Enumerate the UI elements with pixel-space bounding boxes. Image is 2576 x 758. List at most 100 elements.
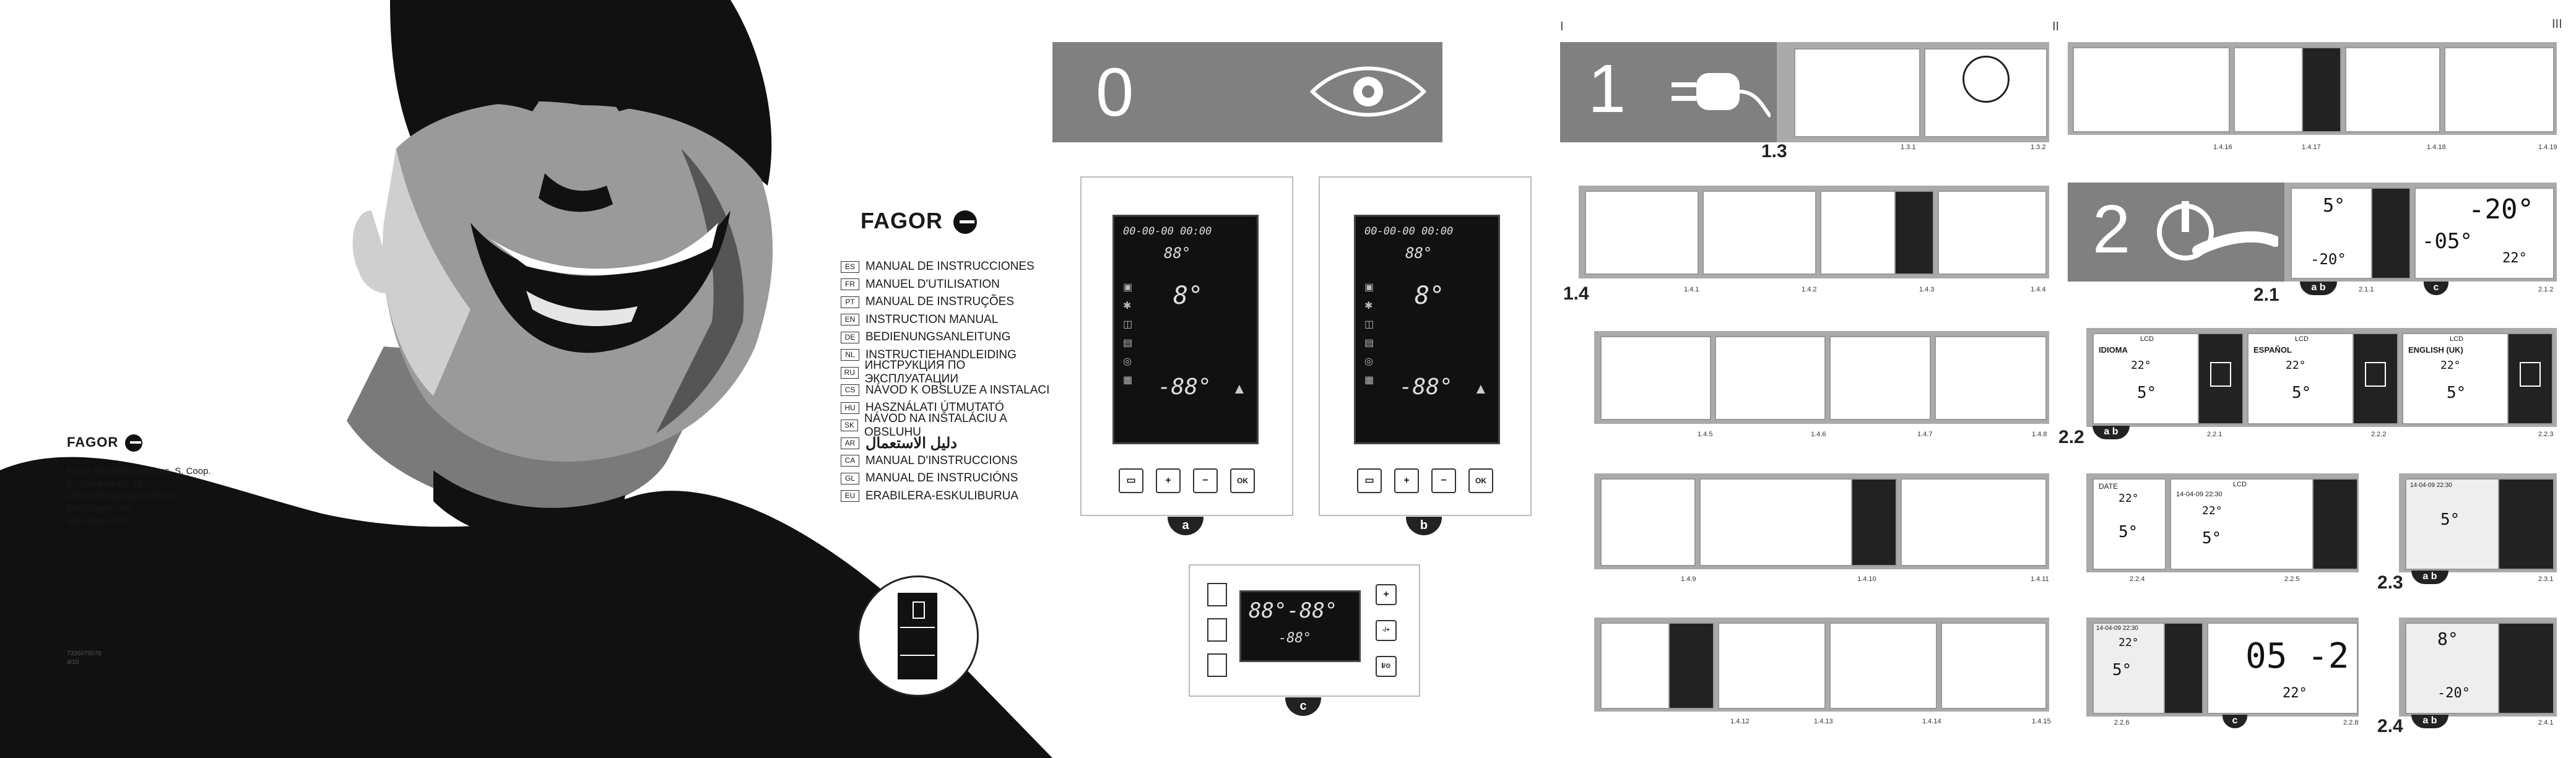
caption: 1.4.10: [1857, 575, 1876, 583]
lcd-temp: 22°: [2202, 504, 2223, 517]
lcd-label: DATE: [2099, 482, 2118, 491]
caption: 2.2.5: [2284, 575, 2300, 583]
label-b: b: [2319, 282, 2326, 293]
illustration-box: [1600, 478, 1696, 566]
language-code: HU: [841, 402, 859, 414]
info-button[interactable]: ℹ/⊙: [1376, 656, 1397, 677]
lcd-temp-fridge: 8°: [1173, 282, 1203, 310]
illustration-box: [1668, 622, 1714, 709]
caption: 2.3.1: [2538, 575, 2554, 583]
language-code: GL: [841, 472, 859, 485]
lcd-temp: -05°: [2422, 229, 2473, 254]
language-label: ERABILERA-ESKULIBURUA: [865, 489, 1019, 502]
button-icon: [2365, 362, 2386, 387]
display-screen: 5° -20°: [2291, 187, 2374, 279]
display-panel-b: 00-00-00 00:00 88° 8° -88° ▲ ▣✱◫▤◎▦ ▭ + …: [1319, 176, 1532, 516]
caption: 1.4.18: [2427, 144, 2446, 151]
finger-illustration: [2353, 333, 2398, 424]
caption: 1.4.6: [1811, 431, 1826, 438]
mode-button[interactable]: [1207, 618, 1227, 642]
plus-button[interactable]: +: [1156, 468, 1181, 493]
ok-button[interactable]: OK: [1468, 468, 1493, 493]
caption: 1.3.2: [2031, 144, 2046, 151]
code-line: 7326070078: [67, 650, 102, 657]
power-button-icon: [2157, 201, 2278, 261]
section-number: 2.1: [2253, 285, 2279, 305]
caption: 1.4.13: [1814, 718, 1833, 725]
lcd-date-time: 00-00-00 00:00: [1364, 225, 1454, 238]
caption: 1.4.12: [1730, 718, 1750, 725]
mode-button[interactable]: [1207, 583, 1227, 606]
info-button[interactable]: ▭: [1119, 468, 1143, 493]
step-number: 2: [2092, 191, 2131, 267]
lcd-title: LCD: [2233, 481, 2247, 488]
label-c: c: [2223, 715, 2247, 728]
label-b: b: [1406, 517, 1442, 535]
plus-button[interactable]: +: [1376, 584, 1397, 605]
info-button[interactable]: ▭: [1357, 468, 1382, 493]
lcd-temp: 5°: [2440, 510, 2460, 529]
minus-button[interactable]: −: [1193, 468, 1218, 493]
illustration-box: [1938, 191, 2047, 275]
mode-button[interactable]: [1207, 653, 1227, 677]
lcd-temp: 5°: [2137, 384, 2157, 402]
caption: 1.4.5: [1698, 431, 1713, 438]
address-line: 20500 Mondragon (SPAIN): [67, 491, 178, 501]
language-code: PT: [841, 296, 859, 308]
fagor-logo-icon: [125, 434, 143, 452]
page-number: I: [1560, 20, 1564, 33]
caption: 1.4.17: [2302, 144, 2321, 151]
language-code: DE: [841, 331, 859, 343]
language-code: EU: [841, 490, 859, 502]
caption: 1.4.7: [1917, 431, 1933, 438]
illustration-box: [1901, 478, 2047, 566]
language-code: CS: [841, 384, 859, 396]
display-panel-c: 88°-88° -88° + -/+ ℹ/⊙: [1189, 564, 1420, 697]
step-0-header: 0: [1052, 42, 1442, 142]
lcd-temp: 5°: [2323, 195, 2346, 217]
caption: 1.4.2: [1802, 286, 1817, 293]
company-address: Fagor Electrodomésticos, S. Coop. Bº San…: [67, 465, 211, 527]
caption: 1.4.9: [1681, 575, 1696, 583]
lcd-temp: 5°: [2118, 523, 2138, 541]
plus-button[interactable]: +: [1394, 468, 1419, 493]
label-ab: a b: [2411, 571, 2448, 584]
brand-logo: FAGOR: [861, 208, 978, 235]
lcd-display: 88°-88° -88°: [1239, 590, 1361, 662]
illustration-box: [1935, 336, 2047, 420]
eye-icon: [1309, 66, 1427, 117]
label-ab: a b: [2411, 715, 2448, 728]
illustration-box: [1699, 478, 1854, 566]
illustration-box: [2302, 47, 2341, 132]
lcd-temp: 22°: [2118, 492, 2139, 505]
ok-button[interactable]: OK: [1230, 468, 1255, 493]
minus-button[interactable]: −: [1431, 468, 1456, 493]
label-b: b: [2431, 715, 2437, 726]
caption: 1.4.1: [1684, 286, 1699, 293]
zoom-detail: [1962, 56, 2010, 103]
lcd-temp: 5°: [2112, 661, 2132, 679]
display-panel-a: 00-00-00 00:00 88° 8° -88° ▲ ▣✱◫▤◎▦ ▭ + …: [1080, 176, 1293, 516]
brand-name: FAGOR: [861, 208, 943, 233]
illustration-box: [1894, 191, 1934, 275]
label-a: a: [2311, 282, 2317, 293]
mode-icons: ▣✱◫▤◎▦: [1123, 282, 1133, 385]
website-link[interactable]: www.fagor.com: [67, 515, 130, 526]
adjust-button[interactable]: -/+: [1376, 620, 1397, 641]
illustration-box: [1829, 336, 1931, 420]
email-link[interactable]: info@fagor.com: [67, 503, 132, 514]
illustration-box: [1924, 48, 2047, 137]
caption: 1.4.11: [2031, 575, 2049, 583]
warning-icon: ▲: [1473, 381, 1488, 397]
display-screen: LCD 14-04-09 22:30 22° 5°: [2170, 478, 2315, 570]
language-code: CA: [841, 455, 859, 467]
lcd-temp: 22°: [2286, 359, 2306, 372]
